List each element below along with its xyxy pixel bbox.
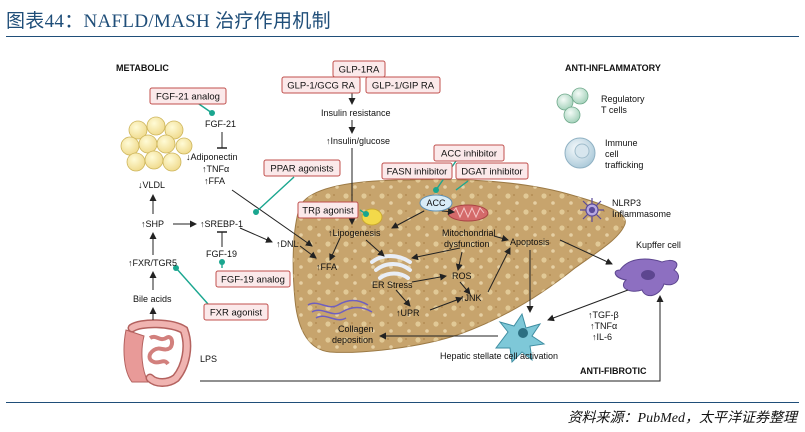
- tag-glp1-gcg-label: GLP-1/GCG RA: [287, 81, 355, 92]
- tag-fxr-agonist: FXR agonist: [203, 303, 269, 321]
- section-anti-fibrotic: ANTI-FIBROTIC: [580, 366, 647, 376]
- node-fgf21: FGF-21: [205, 119, 236, 129]
- node-lps: LPS: [200, 354, 217, 364]
- node-fgf19: FGF-19: [206, 249, 237, 259]
- tag-fasn-inhibitor-label: FASN inhibitor: [387, 167, 448, 178]
- node-tnfa-2: ↑TNFα: [590, 321, 617, 331]
- node-upr: ↑UPR: [396, 308, 420, 318]
- immune-label-1: Immune: [605, 138, 638, 148]
- tag-fgf19-analog-label: FGF-19 analog: [221, 275, 285, 286]
- node-er-stress: ER Stress: [372, 280, 413, 290]
- node-il6: ↑IL-6: [592, 332, 612, 342]
- node-insulin-glucose: ↑Insulin/glucose: [326, 136, 390, 146]
- tag-glp1-gip-label: GLP-1/GIP RA: [372, 81, 435, 92]
- tag-acc-inhibitor-label: ACC inhibitor: [441, 149, 497, 160]
- node-apoptosis: Apoptosis: [510, 237, 550, 247]
- node-collagen-2: deposition: [332, 335, 373, 345]
- tag-fgf21-analog-label: FGF-21 analog: [156, 92, 220, 103]
- immune-label-2: cell: [605, 149, 619, 159]
- pathway-arrows: [149, 93, 664, 382]
- tag-glp1ra-label: GLP-1RA: [339, 65, 380, 76]
- title-divider: [6, 36, 799, 37]
- tag-dgat-inhibitor: DGAT inhibitor: [455, 162, 529, 180]
- kupffer-label: Kupffer cell: [636, 240, 681, 250]
- node-srebp: ↑SREBP-1: [200, 219, 243, 229]
- adipocyte-cluster-icon: [120, 116, 193, 172]
- tag-thr-agonist: TRβ agonist: [297, 201, 359, 219]
- tag-acc-inhibitor: ACC inhibitor: [433, 144, 505, 162]
- immune-label-3: trafficking: [605, 160, 643, 170]
- node-collagen-1: Collagen: [338, 324, 374, 334]
- tag-ppar-label: PPAR agonists: [270, 164, 333, 175]
- intestine-icon: [123, 319, 192, 387]
- treg-label-2: T cells: [601, 105, 627, 115]
- acc-label: ACC: [426, 198, 446, 208]
- tag-ppar: PPAR agonists: [263, 159, 341, 177]
- node-ffa-top: ↑FFA: [204, 176, 225, 186]
- treg-cell-icon: [556, 87, 589, 124]
- node-bile-acids: Bile acids: [133, 294, 172, 304]
- er-icon: [370, 254, 412, 280]
- mitochondria-icon: [447, 204, 489, 222]
- tag-thr-agonist-label: TRβ agonist: [302, 206, 354, 217]
- node-shp: ↑SHP: [141, 219, 164, 229]
- tag-fasn-inhibitor: FASN inhibitor: [381, 162, 453, 180]
- node-mito-2: dysfunction: [444, 239, 490, 249]
- tag-glp1-gip: GLP-1/GIP RA: [365, 76, 441, 94]
- nlrp3-label-2: Inflammasome: [612, 209, 671, 219]
- node-ros: ROS: [452, 271, 472, 281]
- kupffer-cell-icon: [614, 258, 679, 297]
- node-fxr-tgr5: ↑FXR/TGR5: [128, 258, 177, 268]
- node-vldl: ↓VLDL: [138, 180, 165, 190]
- footer-divider: [6, 402, 799, 403]
- inflammasome-icon: [580, 198, 604, 222]
- node-insulin-resistance: Insulin resistance: [321, 108, 391, 118]
- immune-cell-icon: [564, 137, 596, 169]
- node-adiponectin: ↓Adiponectin: [186, 152, 238, 162]
- nlrp3-label-1: NLRP3: [612, 198, 641, 208]
- stellate-cell-icon: [495, 312, 546, 364]
- node-jnk: ↑JNK: [460, 293, 482, 303]
- node-ffa-liver: ↑FFA: [316, 262, 337, 272]
- section-metabolic: METABOLIC: [116, 63, 169, 73]
- node-tnfa: ↑TNFα: [202, 164, 229, 174]
- node-mito-1: Mitochondrial: [442, 228, 496, 238]
- tag-dgat-inhibitor-label: DGAT inhibitor: [461, 167, 522, 178]
- treg-label-1: Regulatory: [601, 94, 645, 104]
- node-dnl: ↑DNL: [276, 239, 299, 249]
- acc-node: [419, 194, 453, 212]
- node-hsc-activation: Hepatic stellate cell activation: [440, 351, 558, 361]
- section-anti-inflammatory: ANTI-INFLAMMATORY: [565, 63, 661, 73]
- tag-fxr-agonist-label: FXR agonist: [210, 308, 263, 319]
- page-title: 图表44：NAFLD/MASH 治疗作用机制: [6, 11, 331, 32]
- node-tgfb: ↑TGF-β: [588, 310, 619, 320]
- source-note: 资料来源：PubMed，太平洋证券整理: [567, 411, 797, 426]
- tag-glp1-gcg: GLP-1/GCG RA: [281, 76, 361, 94]
- tag-glp1ra: GLP-1RA: [332, 60, 386, 78]
- tag-fgf21-analog: FGF-21 analog: [149, 87, 227, 105]
- node-lipogenesis: ↑Lipogenesis: [328, 228, 381, 238]
- collagen-fiber-icon: [307, 299, 373, 321]
- tag-fgf19-analog: FGF-19 analog: [215, 270, 291, 288]
